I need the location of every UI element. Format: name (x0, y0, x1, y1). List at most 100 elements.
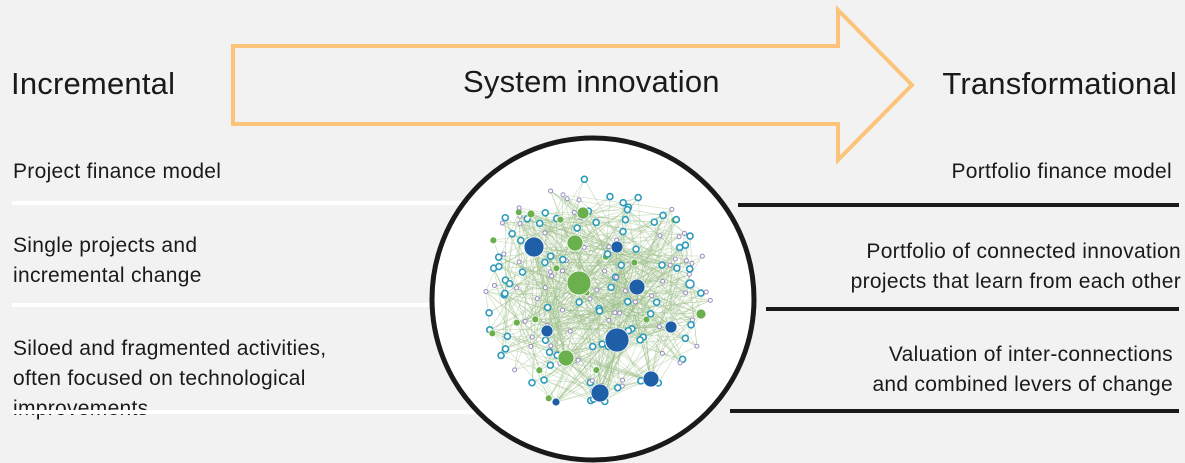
left-row-2-line-2: incremental change (13, 264, 202, 287)
left-row-1-line-1: Project finance model (13, 160, 222, 183)
network-node (514, 285, 520, 291)
right-separator-2 (766, 307, 1179, 311)
network-node (695, 308, 707, 320)
network-node (559, 268, 565, 274)
network-node (489, 236, 498, 245)
left-row-2-line-1: Single projects and (13, 234, 198, 257)
network-node (632, 299, 638, 305)
network-node (669, 206, 675, 212)
network-node (541, 258, 549, 267)
network-node (567, 328, 573, 334)
network-node (501, 251, 507, 257)
network-node (689, 260, 695, 266)
network-node (610, 240, 624, 254)
network-node (657, 233, 663, 239)
right-heading: Transformational (942, 66, 1177, 101)
network-node (526, 209, 536, 219)
network-node (676, 234, 682, 240)
network-node (707, 297, 713, 303)
network-node (564, 196, 570, 202)
network-node (617, 261, 626, 269)
network-node (508, 229, 516, 238)
right-row-1-line-1: Portfolio finance model (951, 160, 1172, 183)
right-row-3-line-1: Valuation of inter-connections (888, 343, 1173, 366)
network-node (580, 175, 589, 184)
network-node (501, 213, 510, 222)
network-node (672, 215, 681, 224)
left-row-3-line-1: Siloed and fragmented activities, (13, 337, 327, 360)
right-row-1: Portfolio finance model (951, 157, 1172, 187)
network-node (675, 243, 684, 252)
arrow-label: System innovation (463, 64, 720, 99)
network-node (548, 343, 554, 349)
left-row-3-line-3: improvements (13, 397, 149, 420)
network-node (575, 298, 583, 307)
network-node (575, 357, 581, 363)
network-node (613, 274, 619, 280)
left-heading: Incremental (11, 66, 176, 101)
network-node (630, 258, 639, 267)
network-node (606, 192, 614, 201)
network-node (548, 188, 554, 194)
network-graph-icon (483, 175, 713, 407)
network-node (541, 336, 550, 344)
left-row-3: Siloed and fragmented activities, often … (13, 334, 326, 424)
network-node (573, 224, 581, 232)
network-node (659, 211, 667, 220)
network-node (634, 193, 642, 202)
network-node (503, 332, 512, 341)
network-node (501, 289, 509, 298)
network-node (617, 310, 623, 316)
right-separator-1 (738, 203, 1179, 207)
network-node (606, 244, 612, 250)
network-node (607, 283, 615, 292)
network-node (681, 230, 687, 236)
network-node (531, 315, 540, 324)
network-node (619, 227, 627, 236)
network-node (499, 220, 505, 226)
network-node (699, 253, 705, 259)
network-node (673, 264, 681, 272)
network-node (660, 278, 666, 284)
left-separator-1 (12, 201, 482, 205)
network-node (697, 289, 705, 297)
network-node (588, 342, 597, 351)
network-node (516, 205, 522, 211)
network-node (642, 370, 660, 388)
network-node (632, 245, 640, 253)
network-node (672, 256, 678, 262)
network-node (703, 289, 709, 295)
network-node (592, 218, 600, 227)
network-node (581, 244, 587, 250)
network-node (602, 268, 608, 274)
network-node (590, 383, 610, 403)
network-node (485, 308, 493, 317)
network-node (595, 307, 604, 315)
network-node (598, 340, 606, 348)
network-node (495, 262, 503, 271)
network-node (592, 366, 601, 374)
network-node (656, 324, 662, 330)
network-node (518, 268, 527, 276)
network-node (694, 343, 700, 349)
left-separator-3 (12, 410, 482, 414)
network-node (557, 349, 575, 367)
network-node (541, 208, 550, 217)
network-node (559, 307, 565, 313)
network-node (587, 296, 593, 302)
network-node (576, 197, 582, 203)
network-node (517, 220, 523, 226)
network-node (623, 205, 632, 214)
network-node (516, 236, 525, 245)
network-node (552, 264, 561, 273)
network-node (560, 192, 566, 198)
right-row-3: Valuation of inter-connections and combi… (872, 340, 1173, 400)
right-row-2: Portfolio of connected innovation projec… (851, 237, 1181, 297)
network-node (571, 209, 577, 215)
network-node (549, 273, 555, 279)
network-node (685, 279, 695, 289)
network-node (623, 297, 632, 306)
network-node (621, 215, 630, 224)
network-node (501, 345, 510, 353)
network-node (483, 288, 489, 294)
